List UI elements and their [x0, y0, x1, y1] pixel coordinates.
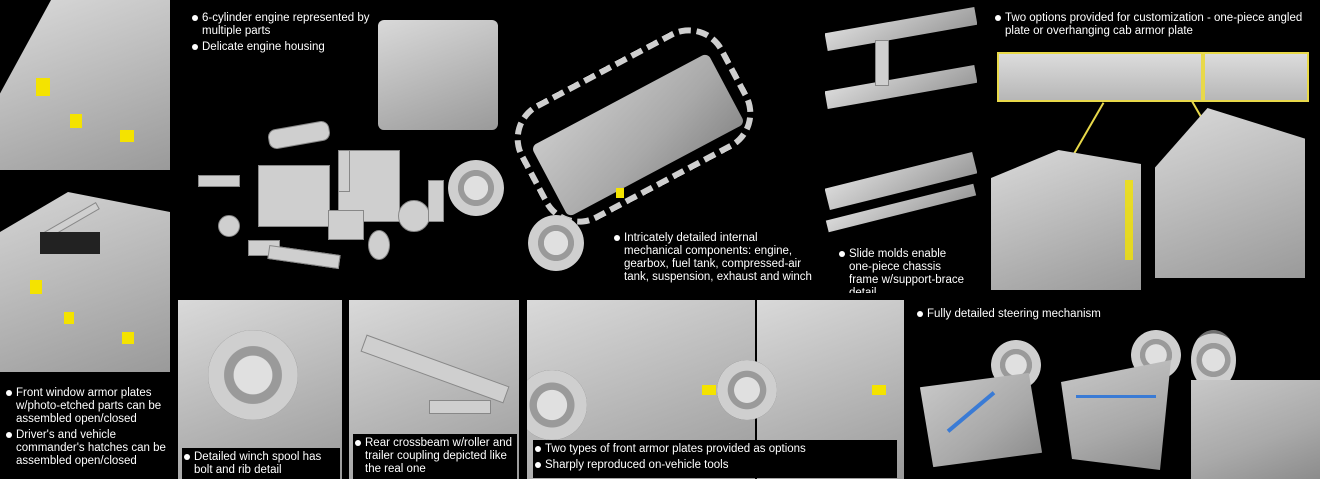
cab-option-a — [991, 150, 1141, 290]
panel-frame-top — [825, 0, 977, 128]
panel-steering: Fully detailed steering mechanism — [911, 300, 1320, 479]
caption-internal: Intricately detailed internal mechanical… — [614, 232, 814, 287]
engine-part — [218, 215, 240, 237]
caption-cab-options: Two options provided for customization -… — [995, 12, 1315, 41]
panel-front-plates: Two types of front armor plates provided… — [527, 300, 904, 479]
steering-linkage — [1061, 360, 1171, 470]
hatch-plate-highlight — [64, 312, 74, 324]
caption-winch: Detailed winch spool has bolt and rib de… — [182, 448, 340, 479]
caption-slide-molds: Slide molds enable one-piece chassis fra… — [839, 248, 971, 293]
front-wheel — [527, 370, 587, 440]
engine-part — [198, 175, 240, 187]
caption-text: Intricately detailed internal mechanical… — [614, 232, 814, 284]
angled-plate-detail — [997, 52, 1203, 102]
engine-part — [428, 180, 444, 222]
steering-rod-highlight — [1076, 395, 1156, 398]
panel-frame-bottom: Slide molds enable one-piece chassis fra… — [825, 130, 977, 293]
caption-crossbeam: Rear crossbeam w/roller and trailer coup… — [353, 434, 517, 479]
winch-spool — [208, 330, 298, 420]
engine-part — [328, 210, 364, 240]
cab-hatch-image — [0, 192, 170, 372]
front-wheel — [717, 360, 777, 420]
hatch-plate-highlight — [122, 332, 134, 344]
front-wheel — [528, 215, 584, 271]
steering-linkage — [1191, 380, 1320, 479]
engine-part — [258, 165, 330, 227]
panel-winch: Detailed winch spool has bolt and rib de… — [178, 300, 342, 479]
panel-engine-chassis: 6-cylinder engine represented by multipl… — [178, 0, 818, 293]
window-plate-highlight — [120, 130, 134, 142]
plate-highlight — [1125, 180, 1133, 260]
caption-text: Detailed winch spool has bolt and rib de… — [184, 451, 338, 477]
engine-part — [267, 245, 341, 269]
window-plate-highlight — [70, 114, 82, 128]
hatch-plate-highlight — [30, 280, 42, 294]
hatch-opening — [40, 232, 100, 254]
frame-rail-image — [825, 64, 977, 110]
engine-fan — [398, 200, 430, 232]
engine-highlight — [616, 188, 624, 198]
trailer-coupling — [429, 400, 491, 414]
caption-steering: Fully detailed steering mechanism — [917, 308, 1217, 324]
cab-option-b — [1155, 108, 1305, 278]
caption-window-plates: Front window armor plates w/photo-etched… — [6, 387, 166, 471]
caption-text: Driver's and vehicle commander's hatches… — [6, 429, 166, 468]
tool-highlight — [872, 385, 886, 395]
caption-engine: 6-cylinder engine represented by multipl… — [192, 12, 392, 57]
caption-text: Two options provided for customization -… — [995, 12, 1315, 38]
overhanging-plate-detail — [1203, 52, 1309, 102]
caption-text: Sharply reproduced on-vehicle tools — [535, 459, 895, 472]
support-brace — [875, 40, 889, 86]
panel-cab-hatches: Front window armor plates w/photo-etched… — [0, 172, 170, 479]
caption-text: Delicate engine housing — [192, 41, 392, 54]
frame-rail-image — [825, 6, 977, 52]
assembled-engine — [378, 20, 498, 130]
cab-roof-image — [0, 0, 170, 170]
window-plate-highlight — [36, 78, 50, 96]
caption-front-plates: Two types of front armor plates provided… — [533, 440, 897, 478]
caption-text: Front window armor plates w/photo-etched… — [6, 387, 166, 426]
caption-text: Slide molds enable one-piece chassis fra… — [839, 248, 971, 293]
engine-part — [338, 150, 350, 192]
caption-text: Rear crossbeam w/roller and trailer coup… — [355, 437, 515, 476]
engine-part — [368, 230, 390, 260]
tool-highlight — [702, 385, 716, 395]
front-wheel — [448, 160, 504, 216]
caption-text: Two types of front armor plates provided… — [535, 443, 895, 456]
caption-text: 6-cylinder engine represented by multipl… — [192, 12, 392, 38]
panel-crossbeam: Rear crossbeam w/roller and trailer coup… — [349, 300, 519, 479]
caption-text: Fully detailed steering mechanism — [917, 308, 1217, 321]
panel-cab-options: Two options provided for customization -… — [985, 0, 1320, 293]
panel-cab-top — [0, 0, 170, 170]
engine-part — [266, 119, 332, 151]
